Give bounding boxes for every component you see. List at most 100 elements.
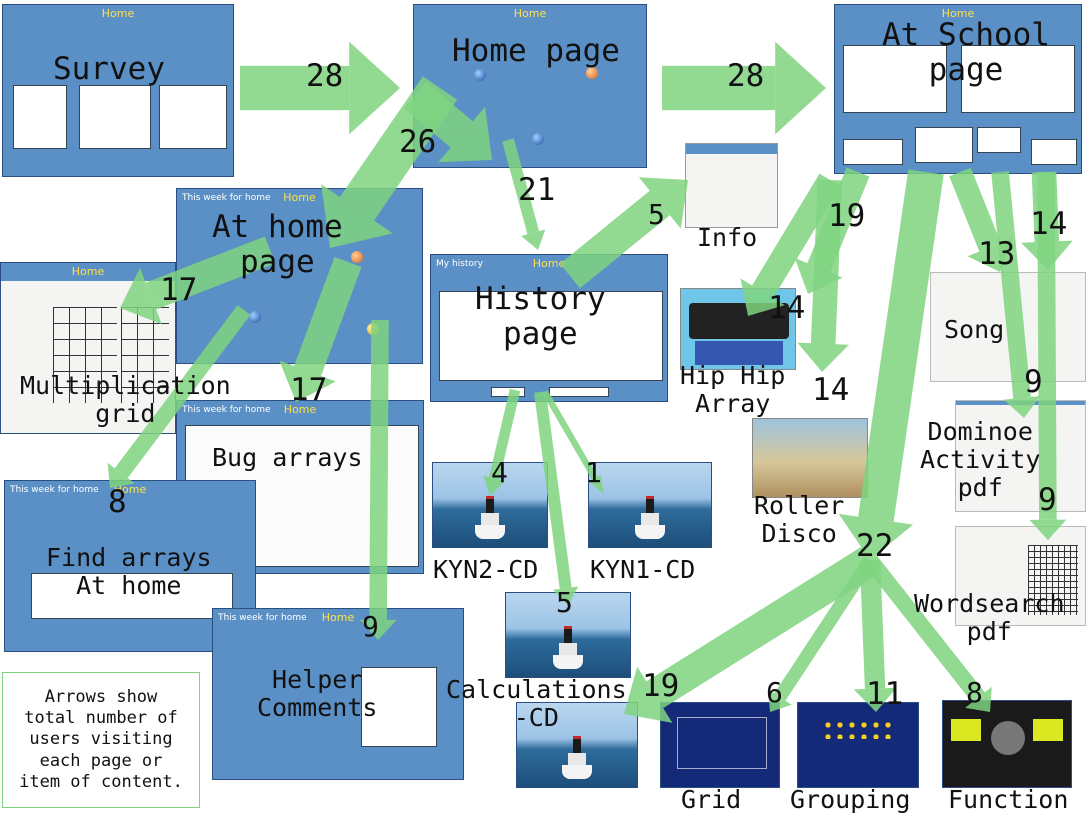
calculations-cd-label: Calculations -CD [446,675,627,732]
flow-arrow-shaft [369,319,389,620]
edge-count: 9 [1024,364,1043,400]
flow-arrow-head [740,278,785,316]
flow-arrow-shaft [502,138,540,235]
flow-arrow-head [775,41,826,135]
calculations-cd-screenshot-2[interactable] [516,702,638,788]
edge-count: 28 [727,58,765,94]
at-school-screenshot[interactable]: Home [834,4,1082,174]
grid-label: Grid [681,785,742,814]
song-label: Song [944,315,1005,344]
dominoe-activity-screenshot[interactable] [955,400,1086,512]
edge-count: 9 [1038,482,1057,518]
flow-arrow-head [120,267,162,325]
edge-count: 14 [768,290,806,326]
flow-arrow-head [838,513,914,560]
edge-count: 28 [306,58,344,94]
function-screenshot[interactable] [942,700,1072,788]
flow-arrow-shaft [752,173,841,299]
flow-arrow-head [638,177,688,229]
flow-arrow-head [853,687,897,712]
home-tab[interactable]: Home [283,191,316,204]
grid-screenshot[interactable] [660,702,780,788]
flow-arrow-shaft [859,559,886,689]
at-school-label: At School page [882,17,1050,88]
function-label: Function [948,785,1069,814]
flow-arrow-head [589,475,604,494]
flow-arrow-shaft [1037,171,1057,520]
grouping-screenshot[interactable] [797,702,919,788]
edge-count: 5 [648,198,665,231]
edge-count: 8 [108,484,127,520]
flow-arrow-shaft [403,81,473,148]
home-tab[interactable]: Home [513,7,547,20]
home-tab[interactable]: Home [101,7,135,20]
legend-box: Arrows show total number of users visiti… [2,672,200,808]
helper-comments-screenshot[interactable]: This week for home Home [212,608,464,780]
flow-arrow-head [438,106,492,163]
edge-count: 14 [1030,206,1068,242]
edge-count: 21 [518,172,556,208]
flow-arrow-head [768,689,792,712]
flow-arrow-shaft [294,256,362,376]
dominoe-activity-label: Dominoe Activity pdf [920,417,1041,502]
flow-arrow-shaft [991,171,1031,399]
flow-arrow-shaft [534,391,572,589]
flow-arrow-shaft [774,556,876,701]
flow-arrow-head [359,619,397,640]
kyn1-cd-label: KYN1-CD [590,555,696,584]
flow-arrow-head [1003,396,1041,418]
survey-label: Survey [53,51,165,87]
roller-disco-label: Roller Disco [754,491,845,548]
flow-arrow-head [1029,519,1067,540]
info-label: Info [697,223,758,252]
edge-count: 5 [556,586,573,619]
bug-arrays-label: Bug arrays [212,443,363,472]
home-tab[interactable]: Home [532,257,566,270]
edge-count: 6 [766,676,783,709]
grouping-label: Grouping [790,785,911,814]
flow-arrow-shaft [560,190,670,289]
edge-count: 13 [978,236,1016,272]
flow-arrow-shaft [488,388,521,480]
history-label: History page [475,281,606,352]
calculations-cd-screenshot[interactable] [505,592,631,678]
helper-comments-label: Helper Comments [257,665,378,722]
flow-arrow-shaft [145,236,276,310]
home-page-label: Home page [452,33,620,69]
flow-arrow-shaft [858,169,944,522]
flow-arrow-shaft [646,546,879,709]
edge-count: 17 [160,272,198,308]
flow-arrow-head [624,666,673,723]
home-tab[interactable]: Home [283,403,317,416]
edge-count: 4 [491,456,508,489]
edge-count: 19 [828,198,866,234]
survey-screenshot[interactable]: Home [2,4,234,177]
home-tab[interactable]: Home [321,611,355,624]
edge-count: 22 [856,528,894,564]
at-home-label: At home page [212,209,343,280]
wordsearch-label: Wordsearch pdf [914,589,1065,646]
edge-count: 9 [362,610,379,643]
roller-disco-screenshot[interactable] [752,418,868,498]
home-tab[interactable]: Home [941,7,975,20]
flow-arrow-head [349,41,400,135]
flow-arrow-head [483,475,505,496]
home-tab[interactable]: Home [113,483,147,496]
flow-arrow-shaft [863,554,985,703]
home-tab[interactable]: Home [71,265,105,278]
multiplication-grid-label: Multiplication grid [20,371,231,428]
kyn1-cd-screenshot[interactable] [588,462,712,548]
edge-count: 1 [585,456,602,489]
flow-arrow-head [107,462,135,488]
flow-arrow-shaft [114,305,251,478]
flow-arrow-head [279,360,336,402]
edge-count: 8 [966,676,983,709]
flow-arrow-head [553,586,579,606]
edge-count: 19 [642,668,680,704]
flow-arrow-shaft [949,167,1001,252]
flow-arrow-head [797,342,849,372]
info-screenshot[interactable] [685,143,778,228]
flow-arrow-head [321,184,393,248]
wordsearch-screenshot[interactable] [955,526,1086,626]
